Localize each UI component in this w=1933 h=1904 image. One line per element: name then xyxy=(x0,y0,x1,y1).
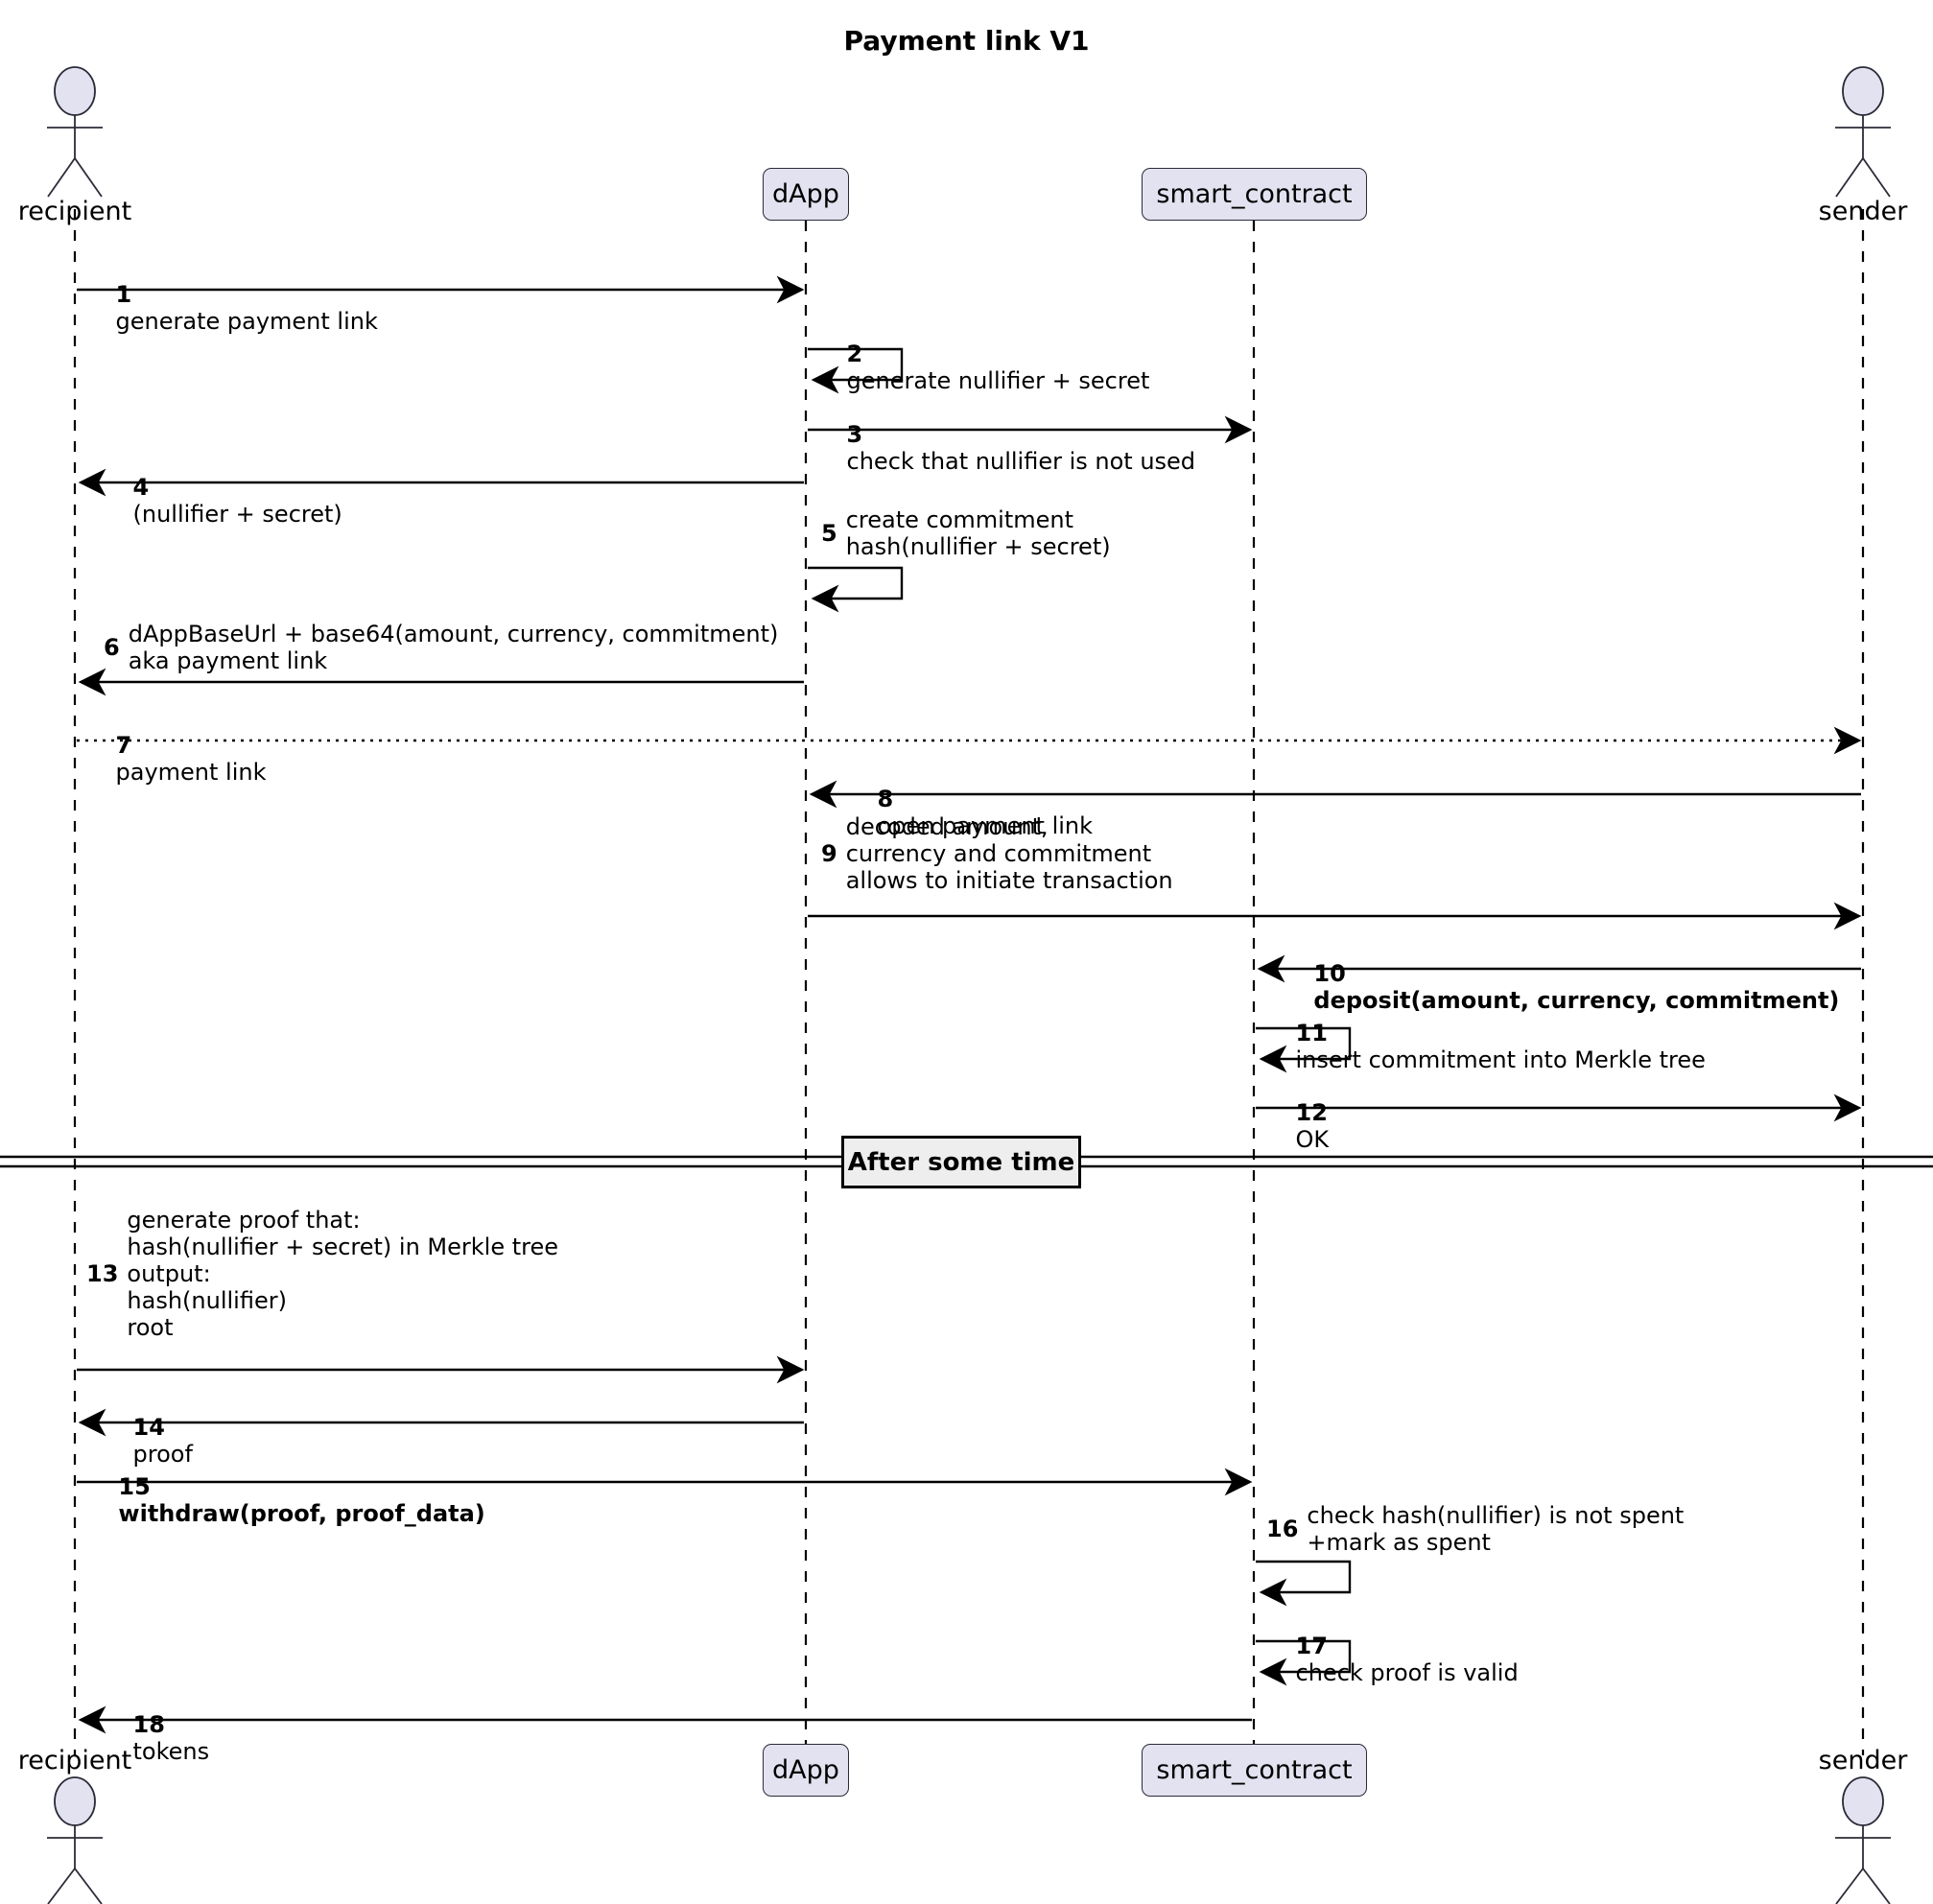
actor-recipient-bottom xyxy=(47,1776,103,1904)
message-seq-11: 11 xyxy=(1295,1020,1328,1047)
participant-smart-contract-bottom[interactable]: smart_contract xyxy=(1142,1744,1367,1797)
message-label-10: 10 deposit(amount, currency, commitment) xyxy=(1282,933,1839,1041)
message-seq-12: 12 xyxy=(1295,1099,1328,1127)
message-seq-13: 13 xyxy=(86,1260,119,1288)
message-label-8: 8 open payment link xyxy=(848,759,1094,866)
message-seq-17: 17 xyxy=(1295,1633,1328,1660)
message-text-18: tokens xyxy=(132,1738,210,1766)
arrow-16-self xyxy=(1256,1560,1352,1607)
divider-after-some-time: After some time xyxy=(841,1136,1081,1188)
message-seq-10: 10 xyxy=(1313,960,1346,988)
message-text-5: create commitment hash(nullifier + secre… xyxy=(845,506,1111,561)
message-seq-16: 16 xyxy=(1266,1516,1299,1543)
participant-smart-contract-bottom-label: smart_contract xyxy=(1156,1755,1353,1785)
message-seq-15: 15 xyxy=(118,1473,151,1501)
message-seq-2: 2 xyxy=(846,341,863,368)
message-text-8: open payment link xyxy=(877,812,1094,840)
message-text-7: payment link xyxy=(115,759,267,787)
message-label-15: 15 withdraw(proof, proof_data) xyxy=(86,1446,485,1554)
message-text-4: (nullifier + secret) xyxy=(132,501,342,529)
message-text-17: check proof is valid xyxy=(1295,1659,1519,1687)
message-text-9: decoded amount, currency and commitment … xyxy=(845,813,1173,895)
actor-sender-top-label: sender xyxy=(1818,197,1908,226)
message-text-6: dAppBaseUrl + base64(amount, currency, c… xyxy=(128,621,779,675)
message-seq-6: 6 xyxy=(104,634,120,662)
message-label-17: 17 check proof is valid xyxy=(1266,1606,1519,1713)
message-label-9: 9 decoded amount, currency and commitmen… xyxy=(821,813,1173,894)
message-text-16: check hash(nullifier) is not spent +mark… xyxy=(1307,1502,1685,1557)
actor-recipient-top-label: recipient xyxy=(17,197,132,226)
message-text-2: generate nullifier + secret xyxy=(846,367,1150,395)
actor-sender-bottom xyxy=(1835,1776,1891,1904)
message-text-15: withdraw(proof, proof_data) xyxy=(118,1500,485,1528)
message-text-10: deposit(amount, currency, commitment) xyxy=(1313,987,1840,1015)
actor-recipient-bottom-label: recipient xyxy=(17,1746,132,1775)
message-text-14: proof xyxy=(132,1441,193,1469)
message-label-13: 13 generate proof that: hash(nullifier +… xyxy=(86,1207,558,1341)
message-seq-1: 1 xyxy=(115,281,132,309)
page-title: Payment link V1 xyxy=(843,25,1090,57)
arrow-5-self xyxy=(808,566,904,613)
message-label-7: 7 payment link xyxy=(86,705,267,812)
message-label-16: 16 check hash(nullifier) is not spent +m… xyxy=(1266,1502,1684,1556)
message-label-6: 6 dAppBaseUrl + base64(amount, currency,… xyxy=(104,621,778,674)
message-label-14: 14 proof xyxy=(104,1387,193,1494)
message-seq-3: 3 xyxy=(846,421,863,449)
message-text-1: generate payment link xyxy=(115,308,378,336)
participant-dapp-top-label: dApp xyxy=(772,179,839,209)
actor-sender-bottom-label: sender xyxy=(1818,1746,1908,1775)
message-seq-7: 7 xyxy=(115,732,132,760)
message-seq-5: 5 xyxy=(821,520,837,548)
message-seq-9: 9 xyxy=(821,840,837,868)
message-label-5: 5 create commitment hash(nullifier + sec… xyxy=(821,506,1111,560)
actor-recipient-top xyxy=(47,66,103,198)
message-seq-8: 8 xyxy=(877,786,894,813)
message-seq-4: 4 xyxy=(132,474,150,502)
participant-smart-contract-top-label: smart_contract xyxy=(1156,179,1353,209)
message-label-12: 12 OK xyxy=(1266,1072,1330,1180)
arrow-11-self xyxy=(1256,1026,1352,1073)
message-label-1: 1 generate payment link xyxy=(86,254,378,362)
message-label-4: 4 (nullifier + secret) xyxy=(104,447,342,554)
participant-dapp-bottom[interactable]: dApp xyxy=(763,1744,849,1797)
message-label-11: 11 insert commitment into Merkle tree xyxy=(1266,993,1706,1100)
message-label-3: 3 check that nullifier is not used xyxy=(817,394,1196,502)
message-seq-14: 14 xyxy=(132,1414,165,1442)
message-label-18: 18 tokens xyxy=(104,1684,210,1792)
message-text-11: insert commitment into Merkle tree xyxy=(1295,1046,1706,1074)
divider-label: After some time xyxy=(847,1147,1075,1177)
message-label-2: 2 generate nullifier + secret xyxy=(817,314,1150,421)
lifelines xyxy=(73,209,1865,1755)
participant-dapp-bottom-label: dApp xyxy=(772,1755,839,1785)
arrow-17-self xyxy=(1256,1639,1352,1686)
message-text-3: check that nullifier is not used xyxy=(846,448,1196,476)
participant-smart-contract-top[interactable]: smart_contract xyxy=(1142,168,1367,221)
arrow-2-self xyxy=(808,347,904,394)
participant-dapp-top[interactable]: dApp xyxy=(763,168,849,221)
message-text-12: OK xyxy=(1295,1126,1330,1154)
message-seq-18: 18 xyxy=(132,1711,165,1739)
message-text-13: generate proof that: hash(nullifier + se… xyxy=(127,1207,559,1342)
actor-sender-top xyxy=(1835,66,1891,198)
